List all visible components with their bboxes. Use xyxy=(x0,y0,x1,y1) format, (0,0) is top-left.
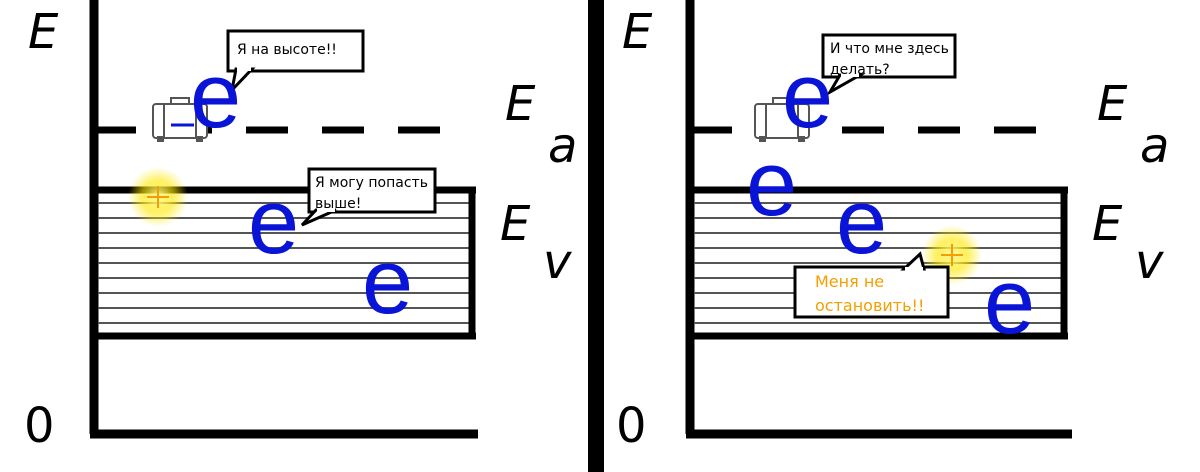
left-diagram-lines xyxy=(89,0,478,439)
level-v-label: E xyxy=(500,196,531,252)
bubble-hole-text: Меня не остановить!! xyxy=(815,272,925,315)
energy-axis-label: E xyxy=(28,4,59,60)
panel-divider xyxy=(588,0,606,472)
bubble-top-text: Я на высоте!! xyxy=(237,42,337,58)
level-a-label: E xyxy=(505,76,536,132)
level-a-subscript: a xyxy=(548,118,578,174)
electron-band-2: e xyxy=(984,251,1036,353)
electron-band-1: e xyxy=(248,171,300,273)
bubble-band-text: Я могу попасть выше! xyxy=(315,175,428,212)
level-a-subscript: a xyxy=(1140,118,1170,174)
panel-right: E 0 E a E v e e e e И что мне здесь дела… xyxy=(604,0,1200,472)
zero-label: 0 xyxy=(616,398,647,454)
bubble-top-shape xyxy=(821,33,957,97)
energy-axis-label: E xyxy=(622,4,653,60)
electron-acceptor: e xyxy=(782,45,834,147)
bubble-top-text: И что мне здесь делать? xyxy=(830,41,949,78)
bubble-band-shape xyxy=(300,167,437,227)
electron-band-2: e xyxy=(362,231,414,333)
electron-band-top: e xyxy=(746,133,798,235)
hole-plus-icon xyxy=(128,167,188,227)
bubble-top-shape xyxy=(226,29,365,95)
level-v-label: E xyxy=(1092,196,1123,252)
bubble-hole-shape xyxy=(793,251,950,319)
electron-band-1: e xyxy=(836,171,888,273)
suitcase-icon xyxy=(152,97,208,142)
level-a-label: E xyxy=(1097,76,1128,132)
electron-acceptor: e xyxy=(190,45,242,147)
right-diagram-lines xyxy=(685,0,1072,439)
zero-label: 0 xyxy=(24,398,55,454)
suitcase-icon xyxy=(754,97,810,142)
level-v-subscript: v xyxy=(543,234,572,290)
level-v-subscript: v xyxy=(1135,234,1164,290)
panel-left: E 0 E a E v e e e Я на высоте!! Я могу п… xyxy=(0,0,596,472)
